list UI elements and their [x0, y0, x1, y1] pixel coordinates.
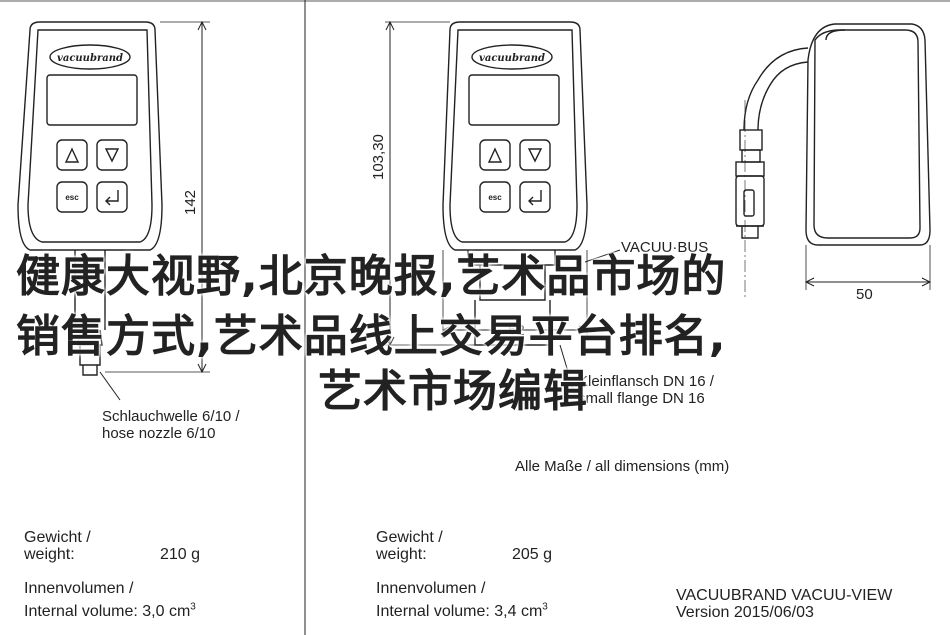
hose-label-de: Schlauchwelle 6/10 /: [102, 408, 240, 425]
middle-width-dimension: 62: [508, 322, 525, 339]
vacuu-bus-label: VACUU·BUS: [621, 239, 709, 256]
left-esc-label: esc: [65, 193, 79, 202]
middle-weight-label-en: weight:: [376, 546, 427, 563]
flange-label-en: small flange DN 16: [578, 390, 705, 407]
left-volume-label-en: Internal volume: 3,0 cm3: [24, 601, 196, 620]
hose-label-en: hose nozzle 6/10: [102, 425, 216, 442]
middle-esc-label: esc: [488, 193, 502, 202]
overlay-caption-line-2: 销售方式,艺术品线上交易平台排名,: [16, 311, 727, 362]
left-height-dimension: 142: [182, 189, 199, 215]
left-weight-label-en: weight:: [24, 546, 75, 563]
middle-weight-value: 205 g: [512, 546, 553, 563]
product-version: Version 2015/06/03: [676, 604, 814, 621]
middle-volume-label-de: Innenvolumen /: [376, 580, 486, 597]
middle-device: [385, 20, 621, 396]
left-brand-logo: vacuubrand: [57, 53, 123, 64]
right-depth-dimension: 50: [856, 286, 873, 303]
dimensions-note: Alle Maße / all dimensions (mm): [515, 458, 730, 475]
right-device: [735, 23, 932, 300]
middle-brand-logo: vacuubrand: [479, 53, 545, 64]
left-volume-label-de: Innenvolumen /: [24, 580, 134, 597]
middle-height-dimension: 103,30: [370, 134, 387, 180]
flange-label-de: Kleinflansch DN 16 /: [578, 373, 714, 390]
left-weight-value: 210 g: [160, 546, 201, 563]
left-device: [17, 20, 210, 401]
product-name: VACUUBRAND VACUU-VIEW: [676, 587, 893, 604]
overlay-caption-line-3: 艺术市场编辑: [318, 366, 588, 417]
middle-volume-label-en: Internal volume: 3,4 cm3: [376, 601, 548, 620]
overlay-caption-line-1: 健康大视野,北京晚报,艺术品市场的: [16, 251, 727, 302]
middle-weight-label-de: Gewicht /: [376, 529, 443, 546]
left-weight-label-de: Gewicht /: [24, 529, 91, 546]
